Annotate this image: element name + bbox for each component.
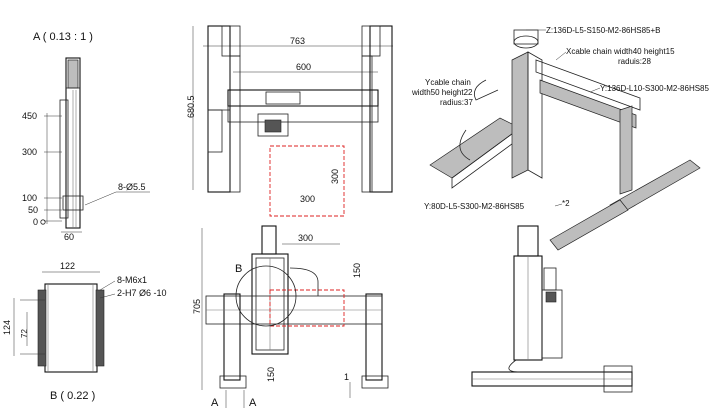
callout-x-chain-a: Xcable chain width40 height15 [566,47,675,56]
section-marker-a-right: A [249,397,257,409]
front-right-post [365,293,383,381]
iso-cable-chain-y [459,129,471,161]
callout-y-axis-bottom: Y:80D-L5-S300-M2-86HS85 [424,202,525,211]
dim-front-150-v: 150 [352,263,362,278]
top-view: 763 600 680.5 300 300 [186,25,393,217]
dim-stroke-300-v: 300 [330,169,340,184]
dim-b-72: 72 [20,329,29,338]
detail-marker-b: B [235,263,242,275]
note-b-pin: 2-H7 Ø6 -10 [117,288,167,298]
dim-stroke-300-h: 300 [300,194,315,204]
note-b-thread: 8-M6x1 [117,275,147,285]
top-carriage [257,113,289,137]
side-y-carriage [541,289,563,359]
dim-side-300: 300 [22,147,37,157]
top-left-post [207,25,231,193]
dim-side-100: 100 [22,193,37,203]
front-view: 705 300 150 B 150 1 A A [192,225,389,409]
front-left-post [223,293,241,381]
side-view [471,225,633,393]
dim-b-122: 122 [60,261,75,271]
view-b-motor-flange [37,289,47,367]
isometric-view [429,29,701,251]
section-marker-a-left: A [211,397,219,409]
top-right-post [369,25,393,193]
iso-x-beam [539,79,637,129]
view-b-end-detail: 122 124 72 8-M6x1 2-H7 Ø6 -10 B ( 0.22 ) [2,261,167,402]
callout-z-axis: Z:136D-L5-S150-M2-86HS85+B [546,26,661,35]
callout-y-chain-a: Ycable chain [425,78,471,87]
view-b-label: B ( 0.22 ) [50,390,95,402]
front-z-axis [251,253,289,355]
dim-b-124: 124 [2,320,12,335]
iso-z-column [511,51,529,179]
callout-y-chain-b: width50 height22 [411,88,473,97]
iso-z-motor [513,35,539,49]
callout-y-chain-c: radius:37 [440,98,473,107]
dim-front-150-bottom: 150 [266,367,276,382]
view-b-plate [44,283,98,373]
dim-side-0: 0 [33,217,38,227]
side-cable-chain [508,359,521,373]
front-stroke-envelope [269,289,345,327]
origin-circle-icon [40,219,46,225]
callouts: Z:136D-L5-S150-M2-86HS85+B Xcable chain … [411,26,710,211]
dim-side-60: 60 [64,232,74,242]
dim-763: 763 [290,36,305,46]
detail-circle-b [235,265,297,327]
side-z-motor [517,225,539,257]
view-a-label: A ( 0.13 : 1 ) [33,31,93,43]
callout-qty: *2 [562,199,570,208]
front-cable-chain [289,267,319,296]
dim-side-450: 450 [22,111,37,121]
dim-front-300: 300 [298,233,313,243]
view-a-carriage [59,99,69,219]
front-z-motor [261,225,277,255]
callout-y-axis-top: Y:136D-L10-S300-M2-86HS85 [600,84,710,93]
dim-gap-1: 1 [344,372,349,382]
dim-side-50: 50 [28,205,38,215]
callout-x-chain-b: raduis:28 [618,57,651,66]
dim-705: 705 [192,299,202,314]
dim-600: 600 [296,62,311,72]
iso-cable-chain-x [473,79,499,101]
hole-note: 8-Ø5.5 [118,182,146,192]
iso-right-post [619,105,633,195]
view-a-side-profile: A ( 0.13 : 1 ) 450 300 100 50 0 60 8-Ø5.… [22,31,150,242]
dim-680: 680.5 [186,95,196,118]
view-a-motor [67,59,79,89]
top-stroke-envelope [269,145,345,217]
top-crossbeam [227,89,379,107]
